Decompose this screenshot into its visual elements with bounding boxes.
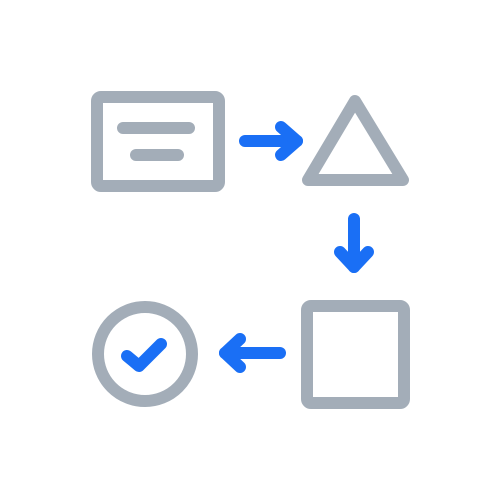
arrow-right-icon [239,121,303,161]
square-icon [301,300,410,409]
arrow-left-icon [219,333,286,373]
arrow-down-icon [334,213,374,273]
document-icon [91,91,225,192]
triangle-icon [302,95,409,186]
checkmark-icon [121,338,167,372]
document-frame [91,91,225,192]
circle-outline [92,301,198,407]
check-circle-icon [92,301,198,407]
